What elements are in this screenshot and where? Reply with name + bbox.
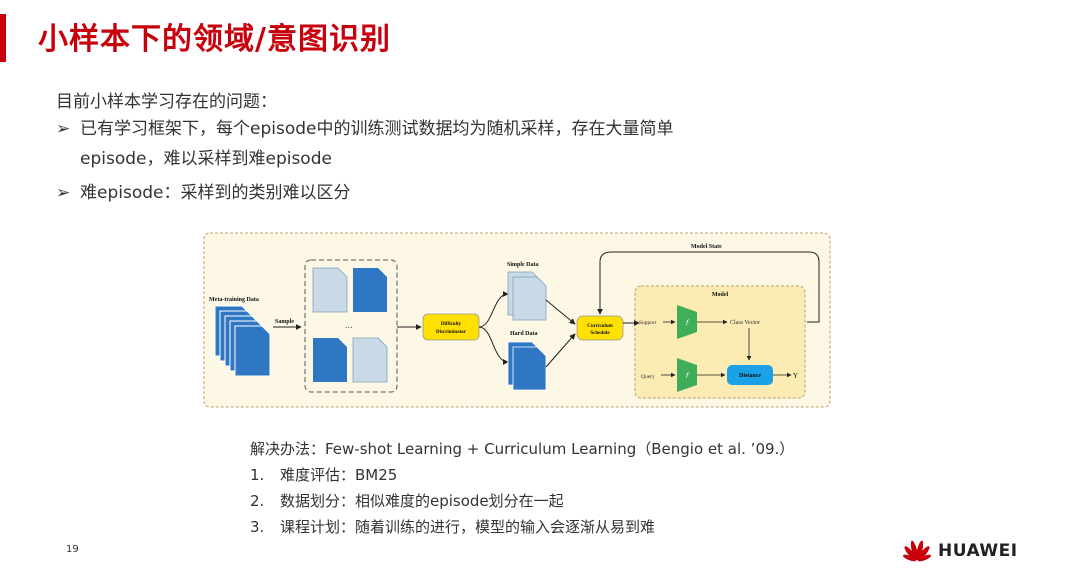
difficulty-label-2: Discriminator [436,330,467,335]
intro-text: 目前小样本学习存在的问题： [56,92,277,112]
solution-item: 3.课程计划：随着训练的进行，模型的输入会逐渐从易到难 [250,518,656,536]
simple-data-docs-icon [507,271,547,321]
page-title: 小样本下的领域/意图识别 [38,22,391,57]
huawei-logo-text: HUAWEI [938,541,1018,561]
hard-to-curriculum-arrow [545,333,576,368]
huawei-logo: HUAWEI [902,539,1018,563]
curriculum-schedule-box [576,315,624,341]
bullet-text: 已有学习框架下，每个episode中的训练测试数据均为随机采样，存在大量简单 [80,119,674,139]
query-encoder-icon [677,358,697,392]
model-box [634,285,806,399]
model-state-loop [597,251,820,323]
query-encoder-glyph: f [686,372,690,380]
difficulty-discriminator-box [422,313,480,341]
bullet-item: ➢已有学习框架下，每个episode中的训练测试数据均为随机采样，存在大量简单 … [56,114,673,174]
page-number: 19 [66,544,79,555]
bullet-item: ➢ 难episode：采样到的类别难以区分 [56,178,350,208]
support-label: Support [639,320,657,326]
simple-to-curriculum-arrow [545,299,576,325]
hard-branch-arrow [478,326,509,365]
title-accent-bar [0,14,6,62]
distance-box [727,365,773,385]
solution-item: 2.数据划分：相似难度的episode划分在一起 [250,492,564,510]
meta-training-label: Meta-training Data [209,297,259,303]
y-label: Y [793,372,798,380]
meta-training-docs-icon [214,305,271,377]
class-vector-label: Class Vector [730,320,760,326]
solution-section: 解决办法：Few-shot Learning + Curriculum Lear… [250,436,794,540]
model-state-label: Model State [691,244,722,250]
difficulty-label-1: Difficulty [441,322,462,327]
query-label: Query [641,374,655,380]
support-encoder-icon [677,305,697,339]
simple-branch-arrow [478,291,509,328]
huawei-flower-icon [903,540,931,562]
episode-box [304,259,398,393]
episode-docs-icon [312,267,388,383]
bullet-arrow-icon: ➢ [56,183,71,203]
bullet-arrow-icon: ➢ [56,119,71,139]
solution-heading: 解决办法：Few-shot Learning + Curriculum Lear… [250,440,795,458]
simple-data-label: Simple Data [507,262,539,268]
sample-label: Sample [275,319,294,325]
curriculum-diagram: Meta-training Data Sample ... Difficulty… [203,232,831,408]
solution-item: 1.难度评估：BM25 [250,466,398,484]
support-encoder-glyph: f [686,319,690,327]
bullet-text: 难episode：采样到的类别难以区分 [80,183,351,203]
curriculum-label-2: Schedule [590,331,610,336]
curriculum-label-1: Curriculum [587,324,613,329]
bullet-text-cont: episode，难以采样到难episode [80,149,332,169]
ellipsis-label: ... [345,321,353,330]
hard-data-docs-icon [507,341,547,391]
model-label: Model [712,292,729,298]
distance-label: Distance [739,373,761,379]
hard-data-label: Hard Data [510,331,538,337]
